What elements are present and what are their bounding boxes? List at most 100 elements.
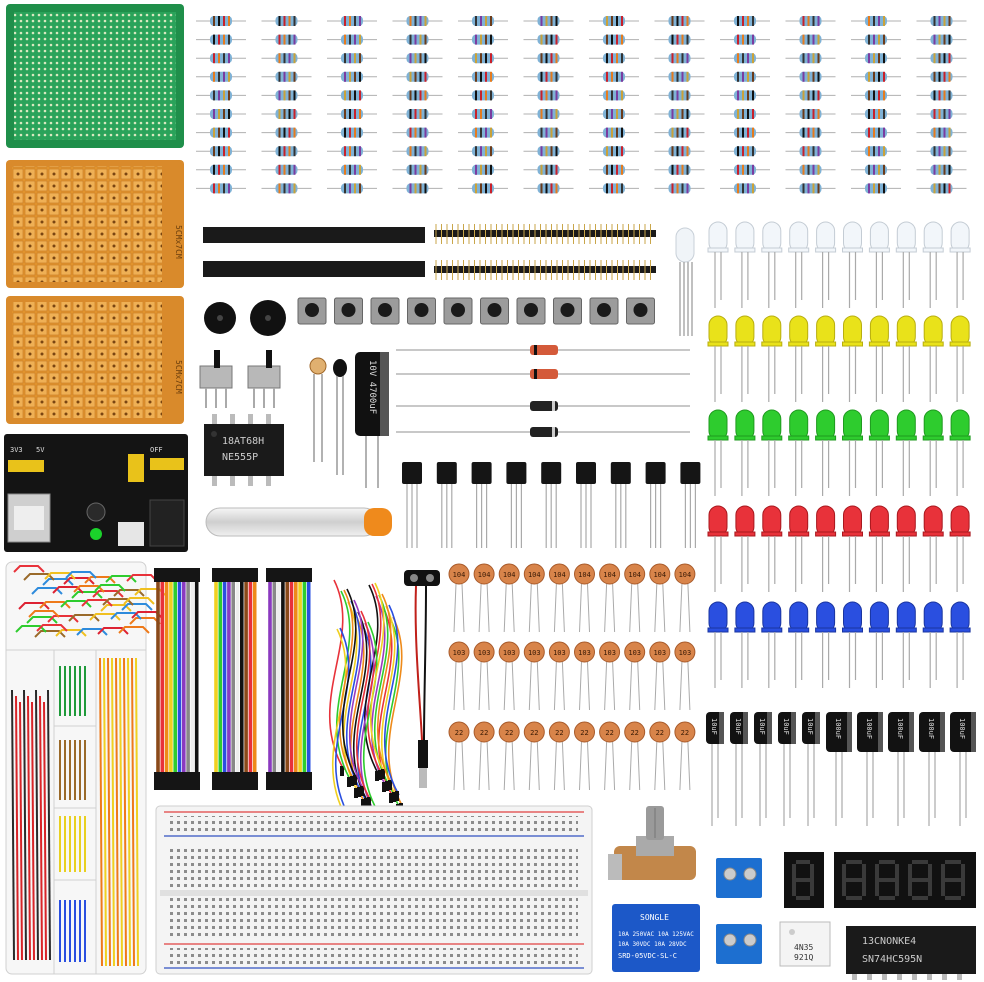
resistor [196, 109, 246, 119]
resistor [916, 34, 967, 45]
tactile-button [516, 297, 546, 325]
led-blue [895, 601, 917, 688]
led-red [761, 505, 783, 592]
led-blue [788, 601, 810, 688]
led-red [707, 505, 729, 592]
led-blue [868, 601, 890, 688]
resistor [523, 16, 574, 26]
ceramic-capacitor: 22 [523, 721, 545, 791]
resistor [261, 53, 312, 64]
resistor [654, 146, 705, 157]
resistor [851, 34, 901, 45]
capacitor-code: 22 [530, 729, 538, 737]
dupont-ribbon [266, 568, 312, 790]
resistor [589, 90, 639, 101]
led-yellow [761, 315, 783, 402]
resistor [458, 146, 508, 157]
resistor [916, 183, 967, 194]
led-blue [707, 601, 729, 688]
capacitor-code: 22 [656, 729, 664, 737]
resistor [392, 71, 443, 82]
ic-line1: 18AT68H [222, 436, 264, 447]
capacitor-code: 104 [503, 571, 516, 579]
resistor [851, 16, 901, 26]
resistor [523, 127, 574, 138]
resistor [392, 90, 443, 101]
tactile-buttons [297, 297, 655, 325]
resistor [196, 146, 246, 157]
led-white [949, 221, 971, 308]
resistor [392, 53, 443, 64]
capacitor-code: 103 [628, 649, 641, 657]
capacitor-code: 103 [453, 649, 466, 657]
resistor [261, 164, 312, 175]
led-blue [922, 601, 944, 688]
pcb-size-label: 5CMx7CM [174, 360, 183, 394]
capacitor-code: 104 [528, 571, 541, 579]
capacitor-label: 10uF [710, 718, 718, 735]
battery-snap-dc-cable [404, 570, 440, 788]
ceramic-capacitor: 104 [498, 563, 520, 633]
relay-brand: SONGLE [640, 913, 669, 922]
resistor [851, 146, 901, 157]
loose-jumper-wires [328, 579, 404, 825]
capacitor-code: 104 [553, 571, 566, 579]
tactile-button [480, 297, 509, 325]
electrolytic-large: 100uF [826, 712, 852, 826]
resistor [261, 109, 312, 119]
resistor [916, 71, 967, 82]
resistor [327, 109, 377, 119]
ceramic-capacitor: 103 [473, 641, 495, 711]
resistor [720, 34, 770, 45]
resistor [458, 90, 508, 101]
jumper-wire-box [5, 561, 166, 975]
led-red [949, 505, 971, 592]
resistor [654, 109, 705, 119]
resistor [720, 127, 770, 138]
opto-line2: 921Q [794, 953, 813, 962]
led-red [868, 505, 890, 592]
resistor [327, 164, 377, 175]
capacitor-code: 103 [503, 649, 516, 657]
resistor [916, 53, 967, 64]
led-white [922, 221, 944, 308]
resistor [785, 183, 836, 194]
resistor [654, 71, 705, 82]
relay-line2: 10A 30VDC 10A 28VDC [618, 941, 687, 948]
resistor [327, 34, 377, 45]
ceramic-capacitor: 104 [548, 563, 570, 633]
resistor [916, 127, 967, 138]
led-green [734, 409, 756, 496]
ceramic-capacitor: 104 [473, 563, 495, 633]
resistor [523, 146, 574, 157]
tactile-button [370, 297, 400, 325]
resistor [523, 90, 574, 101]
ceramic-capacitor: 22 [448, 721, 470, 791]
resistor [327, 53, 377, 64]
transistor [436, 462, 457, 548]
resistor [654, 164, 705, 175]
resistor [916, 90, 967, 101]
resistor [720, 90, 770, 101]
ic595-line2: SN74HC595N [862, 954, 922, 965]
resistor [196, 183, 246, 194]
led-green [788, 409, 810, 496]
resistor [851, 90, 901, 101]
relay-model: SRD-05VDC-SL-C [618, 952, 677, 960]
resistor [785, 90, 836, 101]
led-red [842, 505, 863, 592]
transistor [680, 462, 701, 548]
led-yellow [868, 315, 890, 402]
resistor [392, 16, 443, 26]
transistors [402, 462, 701, 548]
buzzer-passive [204, 302, 236, 334]
capacitor-code: 104 [603, 571, 616, 579]
resistor [458, 34, 508, 45]
capacitor-code: 103 [553, 649, 566, 657]
resistor [720, 16, 770, 26]
capacitor-code: 104 [628, 571, 641, 579]
capacitor-code: 104 [478, 571, 491, 579]
resistor [720, 53, 770, 64]
ceramic-capacitor: 22 [498, 721, 520, 791]
ceramic-capacitor: 103 [574, 641, 595, 711]
